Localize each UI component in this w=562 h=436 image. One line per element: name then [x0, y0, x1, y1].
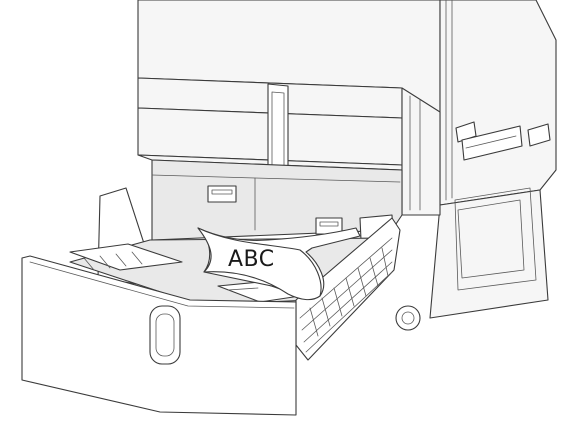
- paper-label: ABC: [228, 247, 275, 272]
- printer-body: [137, 0, 557, 319]
- tray-cavity: [151, 159, 403, 241]
- tray-handle[interactable]: [149, 305, 181, 365]
- paper-sheet: ABC: [197, 227, 361, 301]
- tray-roller: [395, 305, 421, 331]
- tray-rail-ridges: [299, 237, 393, 353]
- paper-tray[interactable]: [21, 187, 421, 416]
